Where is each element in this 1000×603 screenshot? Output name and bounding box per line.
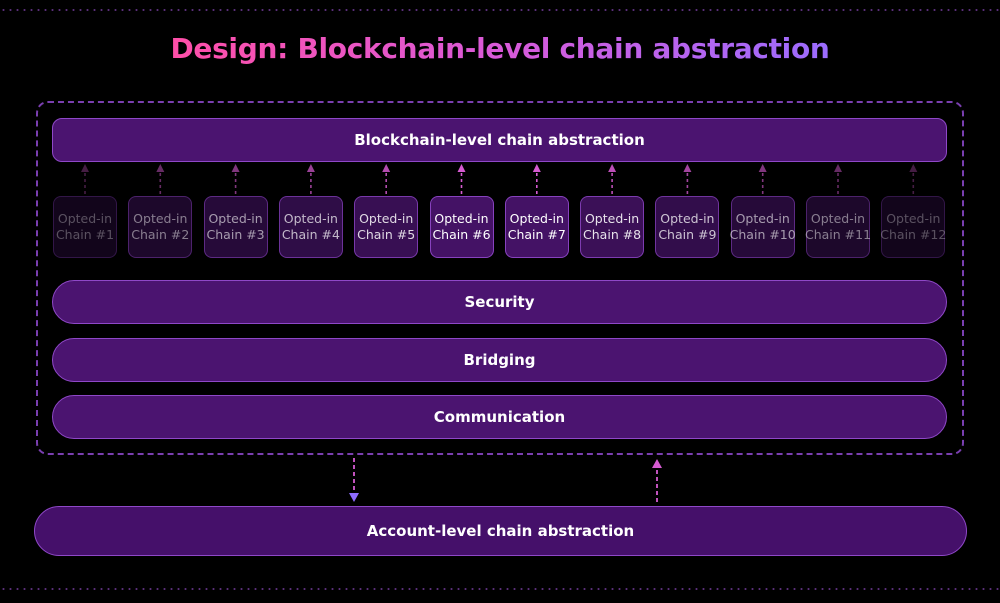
down-arrow-to-account-level [349,458,359,502]
chain-label-line1: Opted-in [57,211,113,226]
chain-label-line2: Chain #4 [281,227,340,242]
chain-label-line1: Opted-in [359,211,414,226]
chain-label-line2: Chain #6 [432,227,491,242]
page-title: Design: Blockchain-level chain abstracti… [0,32,1000,65]
account-level-abstraction-label: Account-level chain abstraction [366,522,635,540]
chain-label-line2: Chain #11 [804,227,872,242]
chain-label-line1: Opted-in [283,211,338,226]
chain-label-line1: Opted-in [660,211,715,226]
chain-label-line2: Chain #9 [658,227,717,242]
chain-label-line1: Opted-in [584,211,640,226]
blockchain-level-abstraction-bar: Blockchain-level chain abstraction [52,118,947,162]
bridging-layer-bar: Bridging [52,338,947,382]
communication-layer-bar: Communication [52,395,947,439]
chain-label-line1: Opted-in [886,211,941,226]
chain-label-line1: Opted-in [810,211,866,226]
chain-label-line2: Chain #7 [507,227,566,242]
chain-label-line2: Chain #12 [880,227,947,242]
chain-label-line2: Chain #2 [131,227,190,242]
account-level-abstraction-bar: Account-level chain abstraction [34,506,967,556]
chain-label-line1: Opted-in [434,211,489,226]
chain-label-line1: Opted-in [735,211,790,226]
communication-layer-label: Communication [433,408,566,426]
chain-label-line2: Chain #5 [357,227,416,242]
security-layer-bar: Security [52,280,947,324]
bottom-dotted-divider [0,588,1000,590]
chain-label-line2: Chain #3 [206,227,265,242]
page-title-text: Design: Blockchain-level chain abstracti… [170,32,830,65]
chain-label-line1: Opted-in [208,211,263,226]
top-dotted-divider [0,9,1000,11]
security-layer-label: Security [464,293,535,311]
chain-label-line1: Opted-in [133,211,188,226]
chain-label-line2: Chain #8 [583,227,642,242]
bridging-layer-label: Bridging [463,351,536,369]
up-arrow-from-account-level [652,459,662,502]
blockchain-level-dashed-frame [36,101,964,455]
blockchain-level-abstraction-label: Blockchain-level chain abstraction [354,131,645,149]
chain-label-line2: Chain #1 [55,227,115,242]
chain-label-line1: Opted-in [509,211,564,226]
chain-label-line2: Chain #10 [729,227,796,242]
